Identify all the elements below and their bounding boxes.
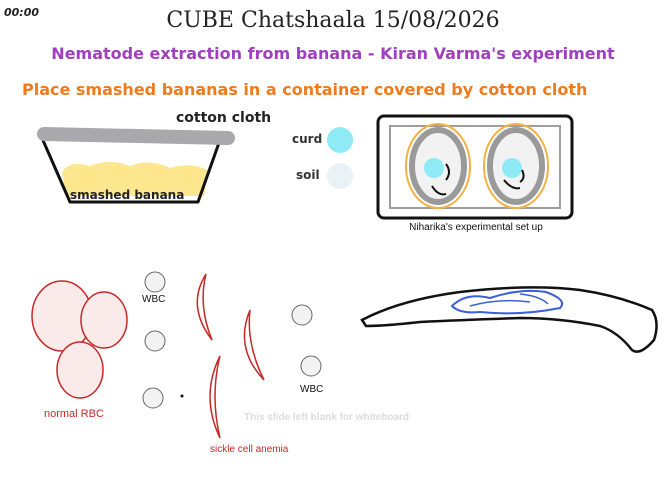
wbc-cell — [144, 330, 166, 352]
experimental-setup — [376, 114, 574, 220]
curd-label: curd — [292, 132, 323, 146]
nematode-drawing — [360, 286, 658, 353]
wbc-cell — [291, 304, 313, 326]
dish-left — [405, 123, 471, 209]
curd-swatch — [327, 127, 353, 153]
wbc-cell — [142, 387, 164, 409]
dish-right — [483, 123, 549, 209]
sickle-cell — [209, 355, 221, 439]
wbc-cell — [144, 271, 166, 293]
cotton-cloth-label: cotton cloth — [176, 110, 272, 126]
smashed-banana-label: smashed banana — [70, 188, 185, 202]
whiteboard-note: This slide left blank for whiteboard — [244, 412, 410, 423]
sickle-cell — [243, 309, 265, 381]
rbc-cell — [80, 291, 128, 349]
page-title: CUBE Chatshaala 15/08/2026 — [166, 8, 500, 33]
setup-caption: Niharika's experimental set up — [409, 222, 543, 233]
wbc-cells — [142, 271, 322, 409]
banana-mash — [62, 162, 208, 196]
wbc-label: WBC — [142, 294, 166, 305]
normal-rbc-label: normal RBC — [44, 408, 104, 420]
wbc-cell — [300, 355, 322, 377]
sickle-cell-label: sickle cell anemia — [210, 444, 289, 455]
soil-swatch — [327, 163, 353, 189]
cotton-cloth — [37, 127, 235, 145]
soil-label: soil — [296, 168, 320, 182]
wbc-label: WBC — [300, 384, 324, 395]
instruction-text: Place smashed bananas in a container cov… — [22, 80, 588, 99]
rbc-cell — [56, 341, 104, 399]
page-subtitle: Nematode extraction from banana - Kiran … — [51, 44, 615, 63]
container-outline — [40, 137, 222, 204]
banana-container — [37, 127, 235, 204]
sickle-cell — [196, 273, 213, 341]
rbc-cells — [31, 280, 128, 399]
sickle-cells — [196, 273, 265, 439]
timer: 00:00 — [4, 6, 40, 19]
